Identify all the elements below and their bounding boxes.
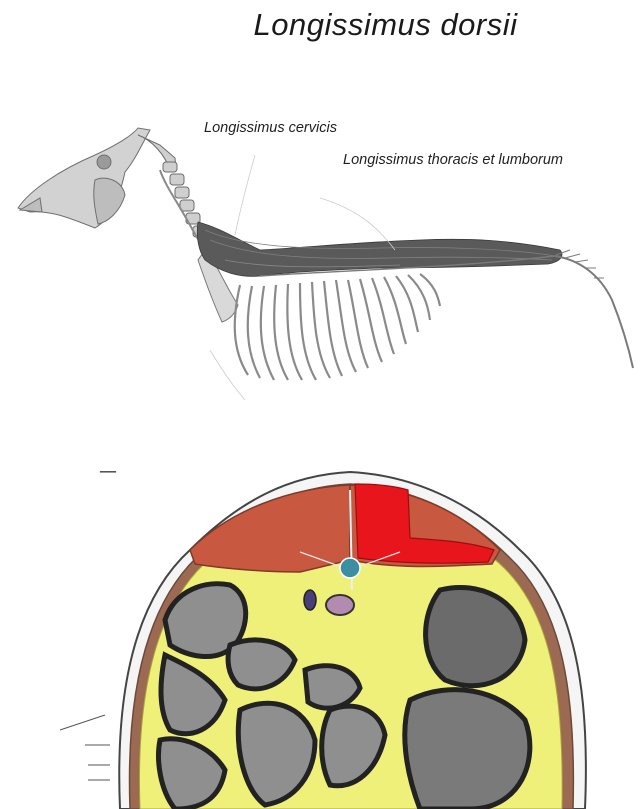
svg-text:——: —— [100, 467, 116, 476]
label-longissimus-cervicis: Longissimus cervicis [204, 120, 337, 136]
scale-marks: —— [60, 467, 116, 780]
longissimus-muscle [197, 222, 562, 276]
label-longissimus-thoracis-et-lumborum: Longissimus thoracis et lumborum [343, 152, 563, 168]
ribs [235, 274, 440, 380]
faint-sketch-lines [210, 155, 395, 400]
skull [18, 128, 150, 228]
cross-section-illustration: —— [0, 440, 641, 809]
horse-skeleton-illustration [0, 100, 641, 400]
slide-title: Longissimus dorsii [0, 0, 641, 52]
